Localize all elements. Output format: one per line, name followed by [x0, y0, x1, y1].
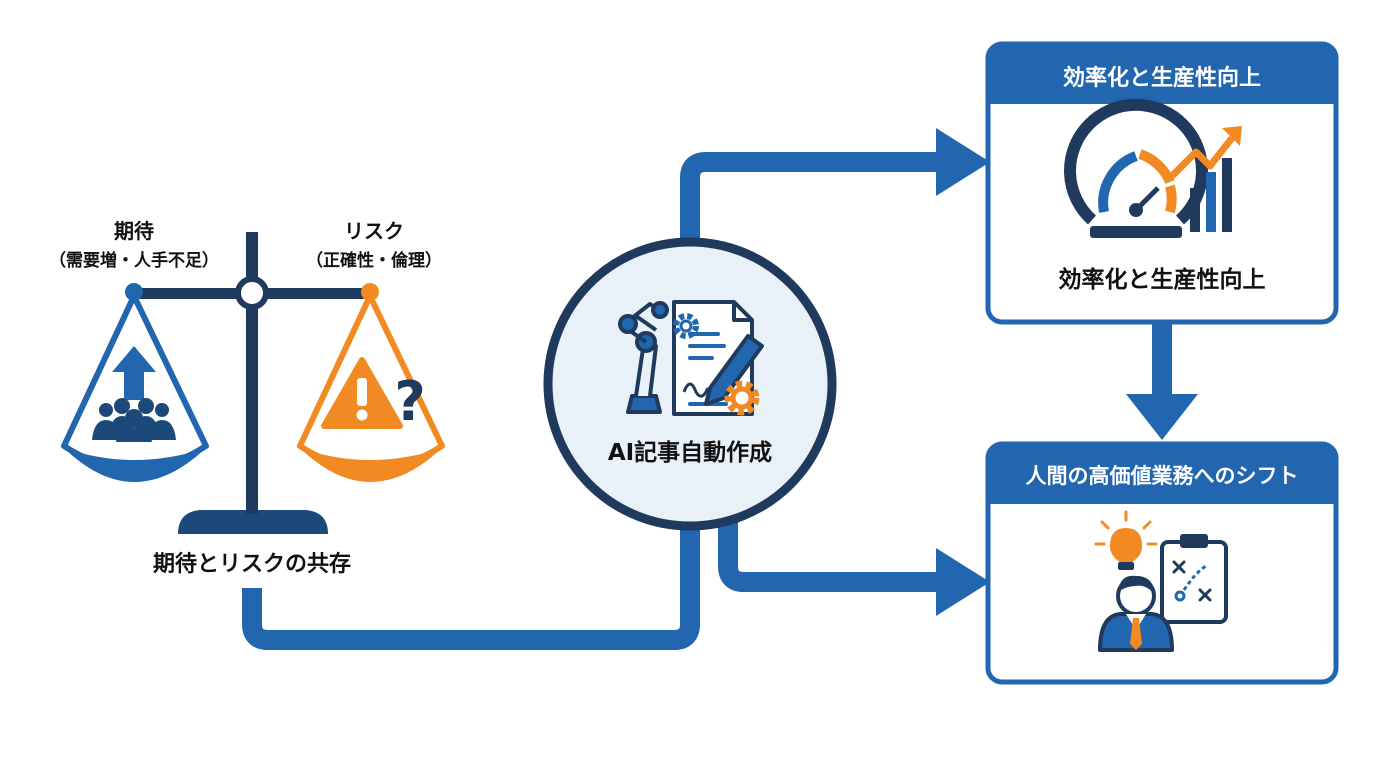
speedometer-growth-chart-icon — [1064, 98, 1242, 238]
efficiency-box-label: 効率化と生産性向上 — [1058, 267, 1266, 293]
robot-arm-document-pen-icon — [618, 300, 764, 416]
center-node: AI記事自動作成 — [543, 237, 837, 531]
box-efficiency — [985, 41, 1339, 325]
people-up-arrow-icon — [92, 346, 176, 442]
connector-center-to-bottom — [718, 522, 940, 592]
scale-pivot — [235, 276, 269, 310]
connector-center-to-top — [680, 152, 940, 240]
warning-question-icon: ? — [321, 357, 426, 433]
scale-caption: 期待とリスクの共存 — [152, 552, 351, 577]
shift-box-header: 人間の高価値業務へのシフト — [1025, 464, 1299, 488]
risk-title: リスク — [344, 219, 404, 243]
arrowhead-down — [1126, 394, 1198, 440]
connectors — [242, 152, 1172, 650]
expectation-title: 期待 — [114, 219, 154, 243]
arrowhead-bottom — [936, 548, 990, 616]
risk-subtitle: （正確性・倫理） — [306, 251, 442, 271]
box-shift — [985, 441, 1339, 685]
center-label: AI記事自動作成 — [608, 439, 772, 466]
svg-text:?: ? — [394, 370, 425, 433]
scale-pole — [246, 232, 258, 514]
arrowhead-top — [936, 128, 990, 196]
expectation-subtitle: （需要増・人手不足） — [49, 251, 219, 271]
connector-scale-to-center — [242, 520, 700, 650]
person-lightbulb-strategy-board-icon — [1094, 510, 1228, 652]
balance-scale: ? — [60, 232, 446, 534]
scale-base — [178, 510, 328, 534]
efficiency-box-header: 効率化と生産性向上 — [1062, 66, 1261, 91]
